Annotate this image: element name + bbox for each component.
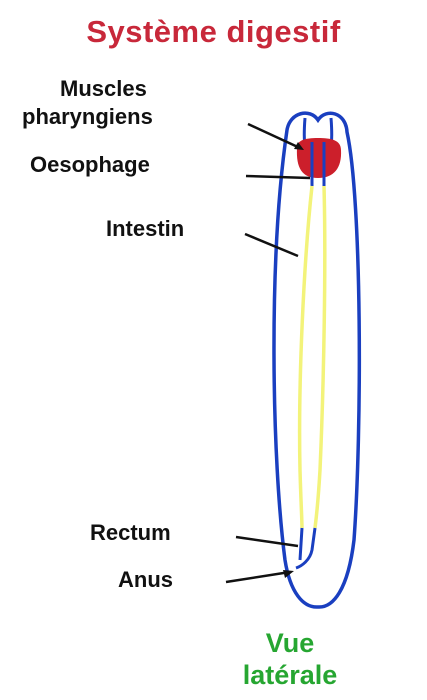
- pointer-rectum: [236, 537, 298, 546]
- pointer-muscles: [248, 124, 300, 148]
- pointer-anus: [226, 572, 290, 582]
- body-outline: [274, 113, 359, 607]
- label-muscles-line1: Muscles: [60, 76, 147, 102]
- label-muscles-line2: pharyngiens: [22, 104, 153, 130]
- view-label-line2: latérale: [210, 660, 370, 691]
- rectum: [296, 528, 315, 568]
- pharyngeal-muscles: [297, 138, 341, 178]
- pointer-oesophage: [246, 176, 310, 178]
- intestine-left: [300, 186, 312, 528]
- label-intestin: Intestin: [106, 216, 184, 242]
- pointer-intestin: [245, 234, 298, 256]
- intestine-right: [315, 186, 325, 528]
- label-rectum: Rectum: [90, 520, 171, 546]
- label-anus: Anus: [118, 567, 173, 593]
- label-oesophage: Oesophage: [30, 152, 150, 178]
- view-label-line1: Vue: [210, 628, 370, 659]
